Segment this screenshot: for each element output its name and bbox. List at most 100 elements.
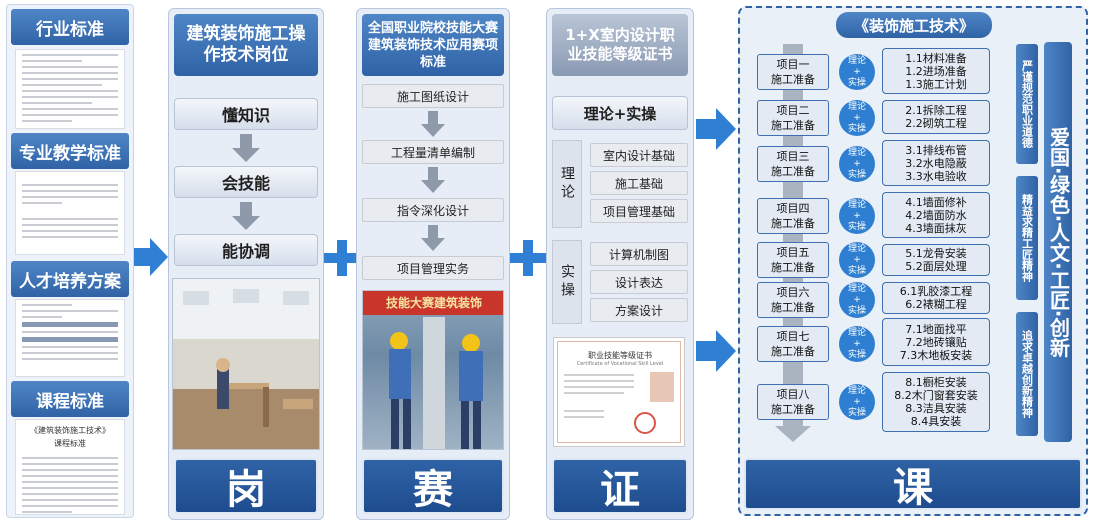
circle-bottom: 实操 — [847, 169, 866, 180]
circle-bottom: 实操 — [847, 349, 866, 360]
competition-banner: 技能大赛建筑装饰 — [363, 291, 503, 315]
virtue-craftsman-spirit: 精益求精工匠精神 — [1016, 176, 1038, 300]
circle-plus: + — [853, 396, 861, 407]
project-sub: 施工准备 — [771, 261, 815, 274]
project-name: 项目六 — [776, 286, 810, 299]
circle-top: 理论 — [847, 101, 866, 112]
circle-top: 理论 — [847, 147, 866, 158]
job-tag: 岗 — [174, 458, 318, 514]
course-title: 《装饰施工技术》 — [836, 12, 992, 38]
project-sub: 施工准备 — [771, 345, 815, 358]
theory-label: 理论 — [552, 140, 582, 228]
project-sub: 施工准备 — [771, 73, 815, 86]
theory-practice-circle: 理论+实操 — [839, 242, 875, 278]
industry-standard-header: 行业标准 — [11, 9, 129, 45]
step-skill: 会技能 — [174, 166, 318, 198]
circle-plus: + — [853, 254, 861, 265]
task: 1.2进场准备 — [905, 64, 967, 78]
circle-plus: + — [853, 338, 861, 349]
project-3: 项目三施工准备 — [757, 146, 829, 182]
project-sub: 施工准备 — [771, 217, 815, 230]
project-sub: 施工准备 — [771, 301, 815, 314]
circle-top: 理论 — [847, 55, 866, 66]
task: 4.2墙面防水 — [905, 208, 967, 222]
project-name: 项目七 — [776, 330, 810, 343]
circle-plus: + — [853, 210, 861, 221]
task: 1.3施工计划 — [905, 77, 967, 91]
certificate-tag: 证 — [552, 458, 688, 514]
virtue-innovation-spirit: 追求卓越创新精神 — [1016, 312, 1038, 436]
task: 8.3洁具安装 — [905, 402, 967, 415]
project-5: 项目五施工准备 — [757, 242, 829, 278]
circle-plus: + — [853, 66, 861, 77]
task: 5.1龙骨安装 — [905, 247, 967, 260]
doc-subtitle: 课程标准 — [54, 439, 86, 448]
down-arrow-icon — [775, 426, 811, 442]
certificate-header: 1+X室内设计职业技能等级证书 — [552, 14, 688, 76]
theory-practice-circle: 理论+实操 — [839, 146, 875, 182]
task: 2.2砌筑工程 — [905, 117, 967, 130]
standards-column: 行业标准 专业教学标准 人才培养方案 课程标准 《建筑装饰施工技术》 课程标准 — [6, 4, 134, 518]
task: 5.2面层处理 — [905, 260, 967, 273]
plus-icon — [510, 240, 546, 276]
course-standard-document: 《建筑装饰施工技术》 课程标准 — [15, 419, 125, 515]
project-name: 项目三 — [776, 150, 810, 163]
project-7: 项目七施工准备 — [757, 326, 829, 362]
project-name: 项目八 — [776, 388, 810, 401]
project-8: 项目八施工准备 — [757, 384, 829, 420]
right-arrow-icon — [134, 238, 168, 276]
project-name: 项目一 — [776, 58, 810, 71]
plus-icon — [324, 240, 360, 276]
circle-plus: + — [853, 112, 861, 123]
project-6: 项目六施工准备 — [757, 282, 829, 318]
theory-item-interior-design: 室内设计基础 — [590, 143, 688, 167]
task: 3.3水电验收 — [905, 169, 967, 183]
competition-illustration — [389, 317, 483, 449]
project-sub: 施工准备 — [771, 119, 815, 132]
task: 1.1材料准备 — [905, 51, 967, 65]
task: 3.2水电隐蔽 — [905, 156, 967, 170]
certificate-title: 职业技能等级证书 — [588, 351, 652, 360]
task: 8.2木门窗套安装 — [894, 389, 978, 402]
step-bill-of-quantities: 工程量清单编制 — [362, 140, 504, 164]
theory-practice-circle: 理论+实操 — [839, 282, 875, 318]
practice-item-design-expression: 设计表达 — [590, 270, 688, 294]
task: 8.1橱柜安装 — [905, 376, 967, 389]
right-arrow-icon — [696, 330, 736, 372]
project-name: 项目二 — [776, 104, 810, 117]
task: 7.2地砖镶贴 — [905, 335, 967, 349]
task: 7.3木地板安装 — [899, 348, 973, 362]
competition-tag: 赛 — [362, 458, 504, 514]
down-arrow-icon — [232, 202, 260, 230]
industry-standard-document — [15, 49, 125, 129]
project-sub: 施工准备 — [771, 403, 815, 416]
task: 4.3墙面抹灰 — [905, 221, 967, 235]
down-arrow-icon — [421, 225, 445, 251]
step-drawing-design: 施工图纸设计 — [362, 84, 504, 108]
talent-plan-document — [15, 299, 125, 377]
course-tag: 课 — [744, 458, 1082, 511]
worker-illustration — [173, 279, 319, 449]
down-arrow-icon — [421, 167, 445, 193]
circle-top: 理论 — [847, 385, 866, 396]
virtue-professional-ethics: 严谨规范职业道德 — [1016, 44, 1038, 164]
task: 3.1排线布管 — [905, 143, 967, 157]
theory-item-project-management: 项目管理基础 — [590, 199, 688, 223]
talent-plan-header: 人才培养方案 — [11, 261, 129, 297]
teaching-standard-header: 专业教学标准 — [11, 133, 129, 169]
circle-bottom: 实操 — [847, 305, 866, 316]
course-standard-header: 课程标准 — [11, 381, 129, 417]
down-arrow-icon — [232, 134, 260, 162]
right-arrow-icon — [696, 108, 736, 150]
step-coordinate: 能协调 — [174, 234, 318, 266]
teaching-standard-document — [15, 171, 125, 255]
down-arrow-icon — [421, 111, 445, 137]
theory-practice-circle: 理论+实操 — [839, 198, 875, 234]
